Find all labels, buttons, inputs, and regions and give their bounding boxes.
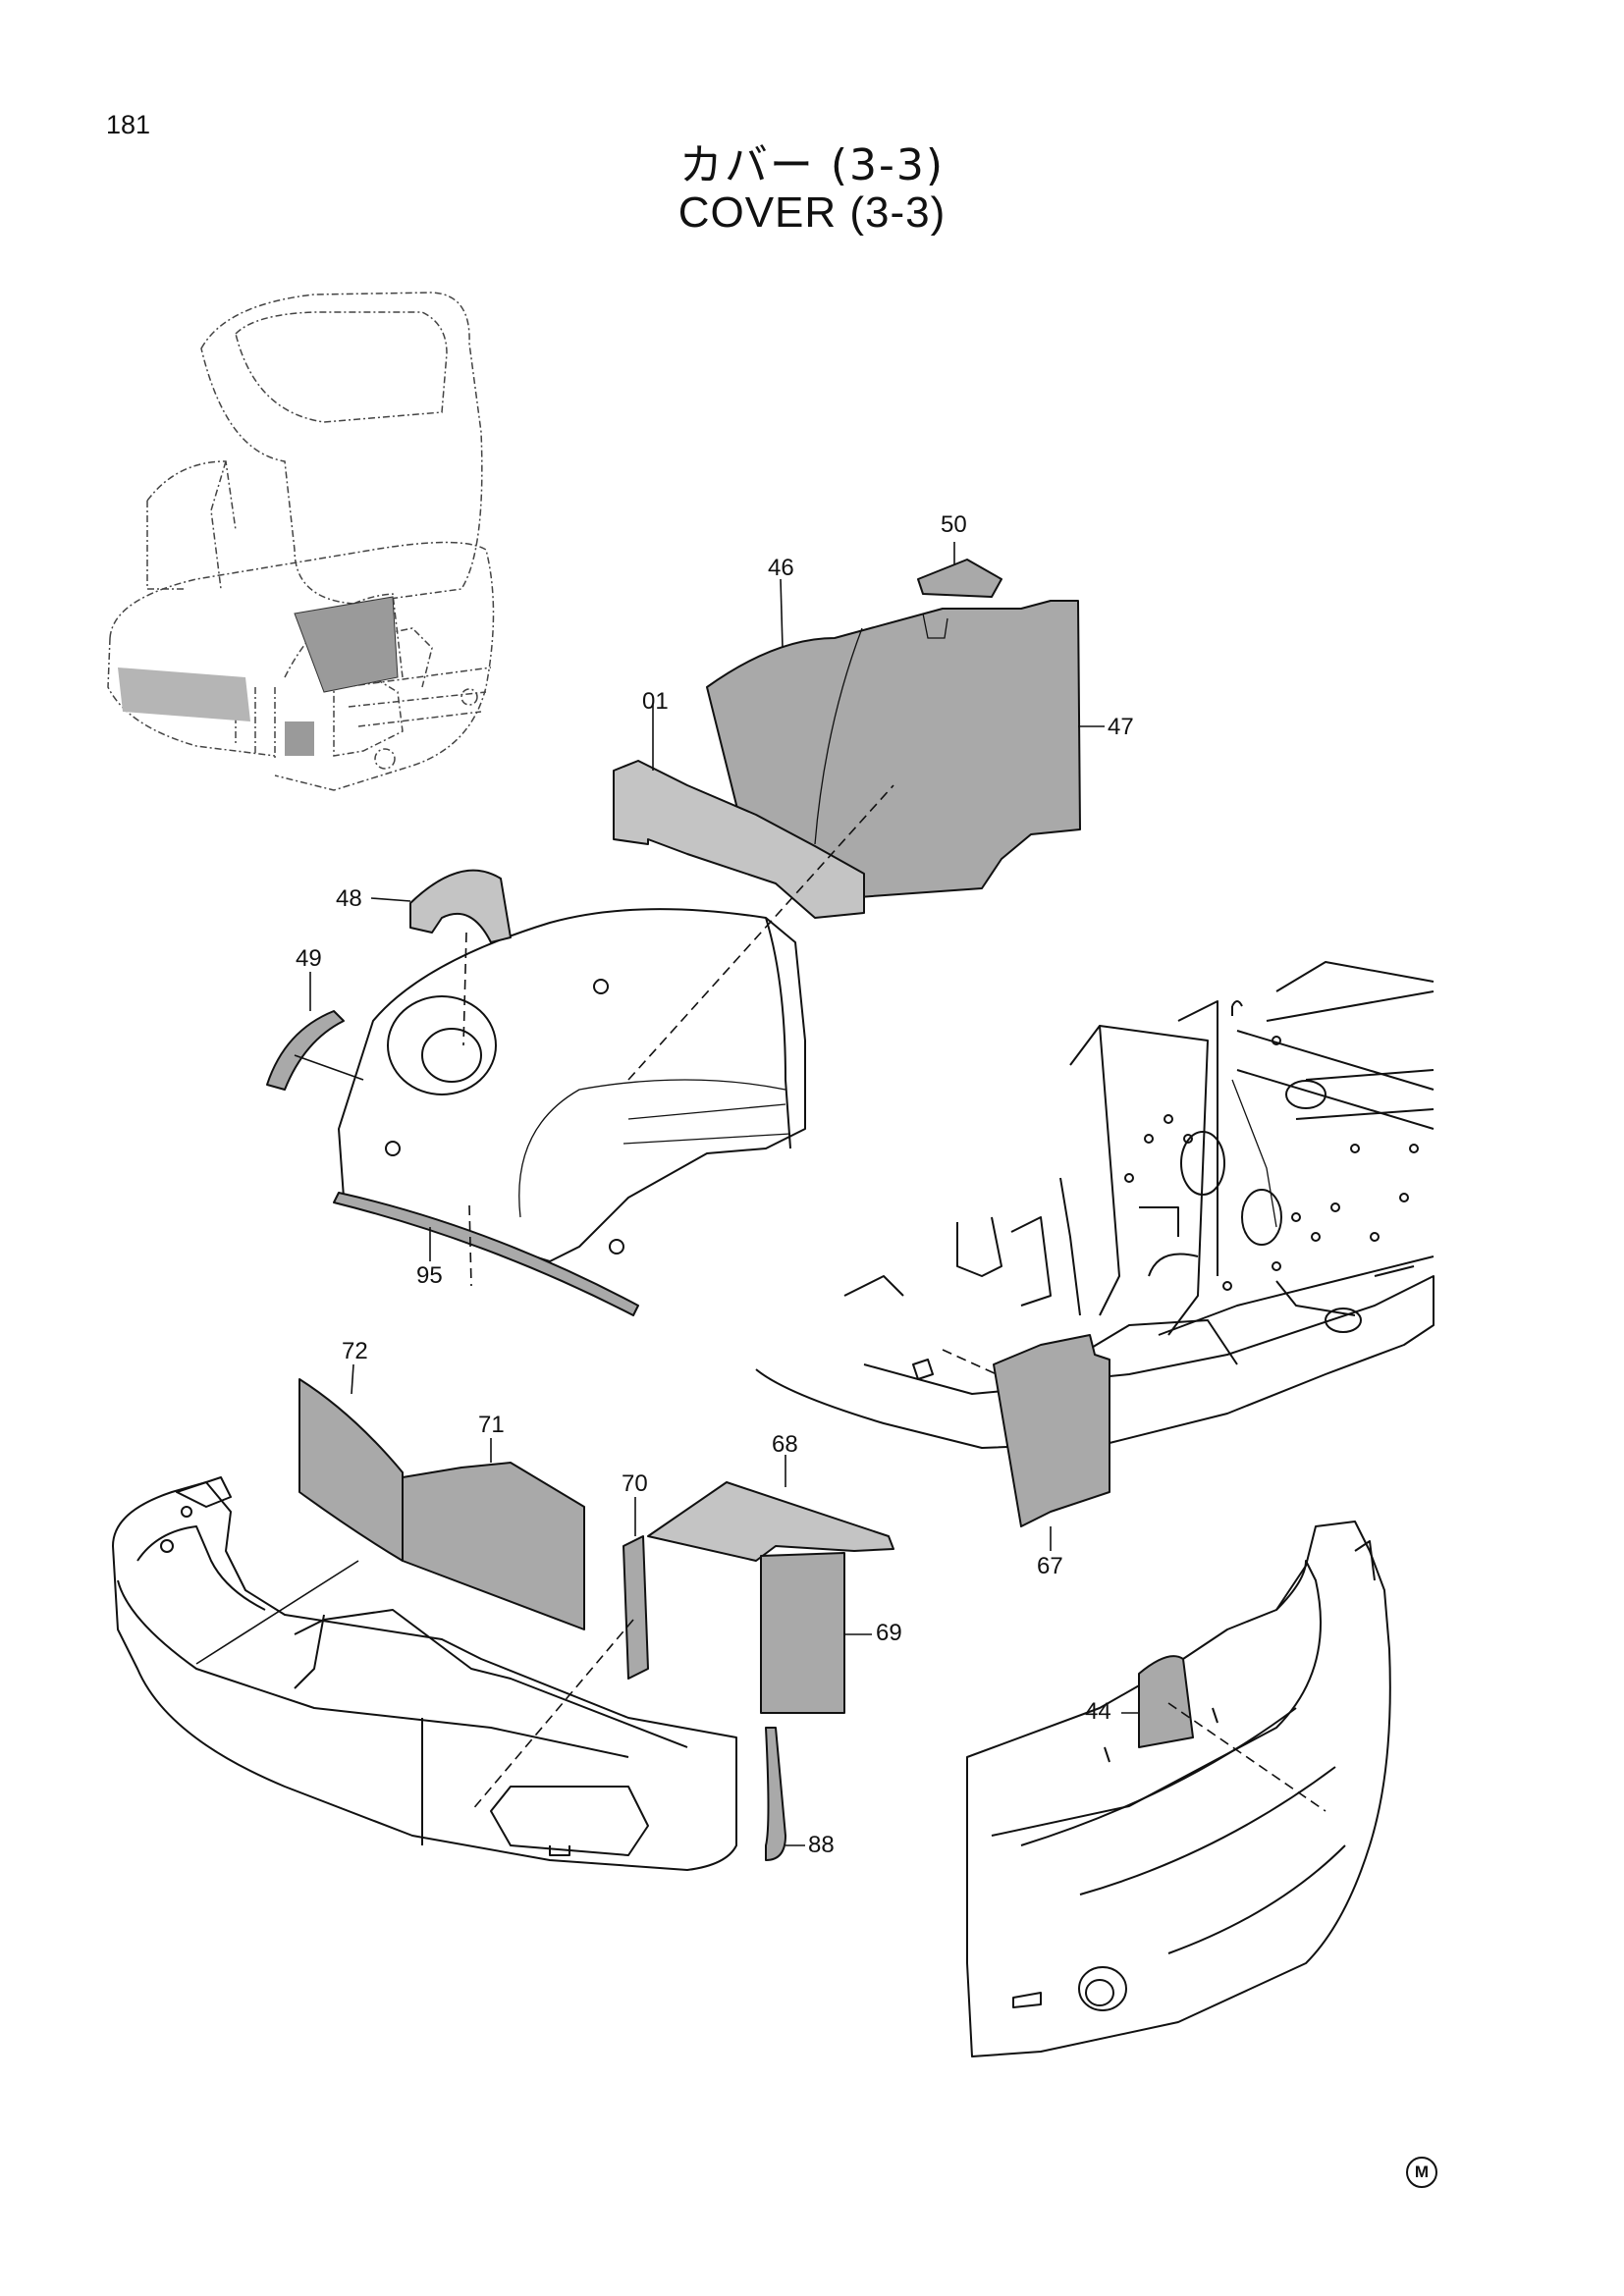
- insulator-48: [370, 869, 512, 1046]
- upper-frame-illustration: [755, 961, 1435, 1449]
- callout-67: 67: [1037, 1553, 1063, 1579]
- callout-01: 01: [642, 688, 669, 715]
- insulator-67: [942, 1334, 1110, 1551]
- callout-44: 44: [1085, 1698, 1111, 1725]
- machine-overview-illustration: [107, 292, 495, 791]
- counterweight-illustration: [966, 1521, 1391, 2057]
- callout-72: 72: [342, 1338, 368, 1364]
- radiator-cover-panel: [338, 908, 806, 1262]
- page-title-english: COVER (3-3): [677, 188, 947, 237]
- callout-69: 69: [876, 1620, 902, 1646]
- callout-88: 88: [808, 1832, 835, 1858]
- callout-49: 49: [296, 945, 322, 972]
- callout-47: 47: [1108, 714, 1134, 740]
- page-title-japanese: カバー (3-3): [678, 140, 946, 190]
- insulator-71: [195, 1438, 585, 1665]
- callout-68: 68: [772, 1431, 798, 1458]
- insulator-50: [917, 542, 1002, 598]
- callout-46: 46: [768, 555, 794, 581]
- callout-70: 70: [622, 1470, 648, 1497]
- insulator-01: [613, 705, 865, 919]
- insulator-49: [266, 972, 364, 1091]
- insulator-70: [623, 1497, 649, 1680]
- bottom-cover-illustration: [112, 1476, 737, 1871]
- insulator-46-47: [706, 578, 1105, 899]
- page-number: 181: [106, 110, 151, 139]
- seal-95: [333, 1192, 639, 1316]
- callout-48: 48: [336, 885, 362, 912]
- insulator-68: [647, 1455, 894, 1562]
- callout-50: 50: [941, 511, 967, 538]
- dashed-guide-46: [627, 784, 894, 1081]
- insulator-44: [1121, 1655, 1326, 1812]
- corner-mark: M: [1406, 2157, 1437, 2188]
- insulator-72: [298, 1363, 404, 1562]
- seal-88: [765, 1727, 805, 1861]
- callout-71: 71: [478, 1412, 505, 1438]
- callout-95: 95: [416, 1262, 443, 1289]
- insulator-69: [470, 1552, 872, 1812]
